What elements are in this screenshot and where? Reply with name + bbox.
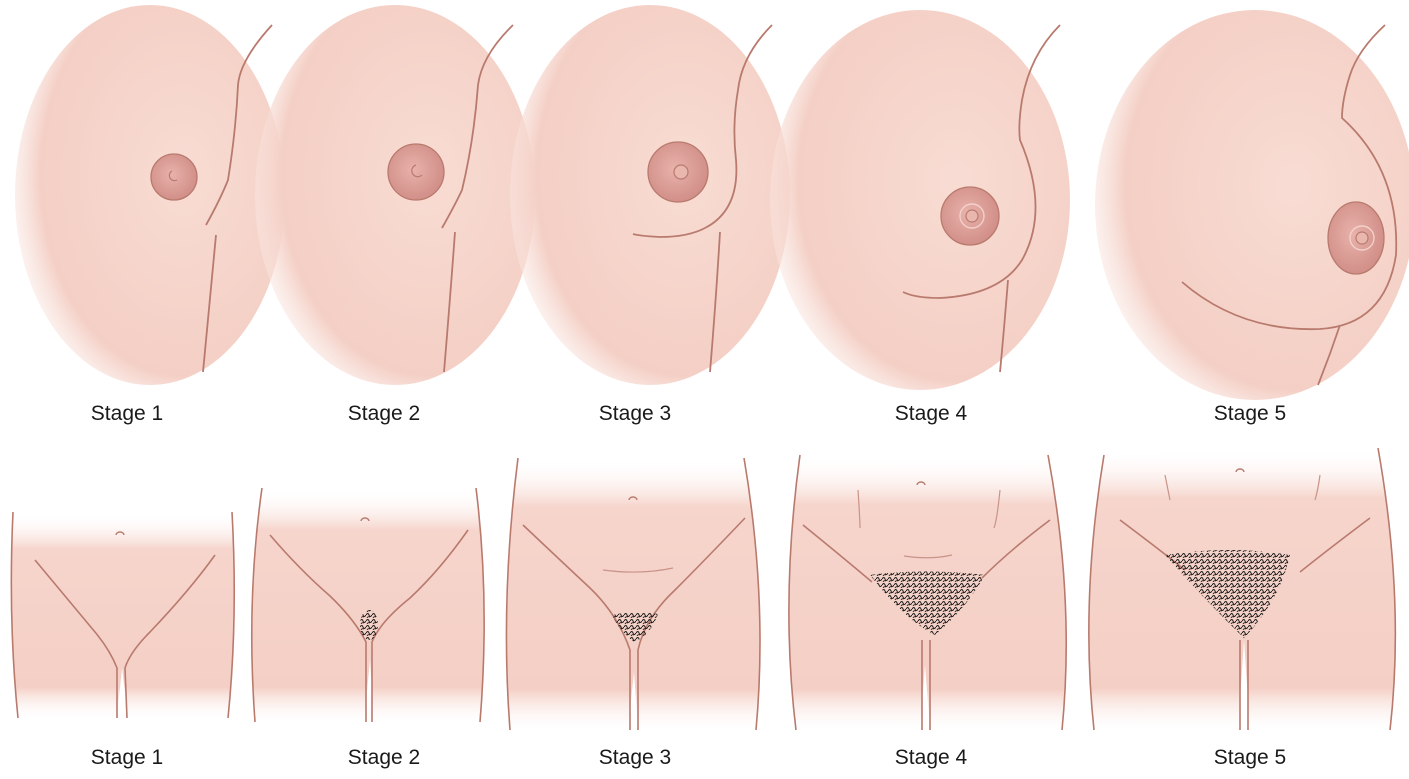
- breast-stage-5-label: Stage 5: [1213, 402, 1287, 425]
- pubic-stage-1: [10, 511, 236, 719]
- pubic-stage-3: [505, 457, 761, 731]
- pubic-stage-4-label: Stage 4: [894, 746, 968, 769]
- breast-stage-4-label: Stage 4: [894, 402, 968, 425]
- breast-stage-1: [15, 5, 285, 385]
- breast-stage-2-label: Stage 2: [347, 402, 421, 425]
- breast-stage-1-label: Stage 1: [90, 402, 164, 425]
- pubic-stage-5-label: Stage 5: [1213, 746, 1287, 769]
- pubic-stage-5: [1088, 447, 1397, 731]
- breast-stage-4: [770, 10, 1070, 390]
- pubic-stage-2: [250, 487, 485, 723]
- breast-stage-3: [510, 5, 790, 385]
- pubic-stage-4: [788, 454, 1067, 731]
- breast-stage-3-label: Stage 3: [598, 402, 672, 425]
- breast-stage-5: [1095, 10, 1409, 400]
- pubic-stage-2-label: Stage 2: [347, 746, 421, 769]
- pubic-stage-3-label: Stage 3: [598, 746, 672, 769]
- pubic-stage-1-label: Stage 1: [90, 746, 164, 769]
- breast-stage-2: [255, 5, 535, 385]
